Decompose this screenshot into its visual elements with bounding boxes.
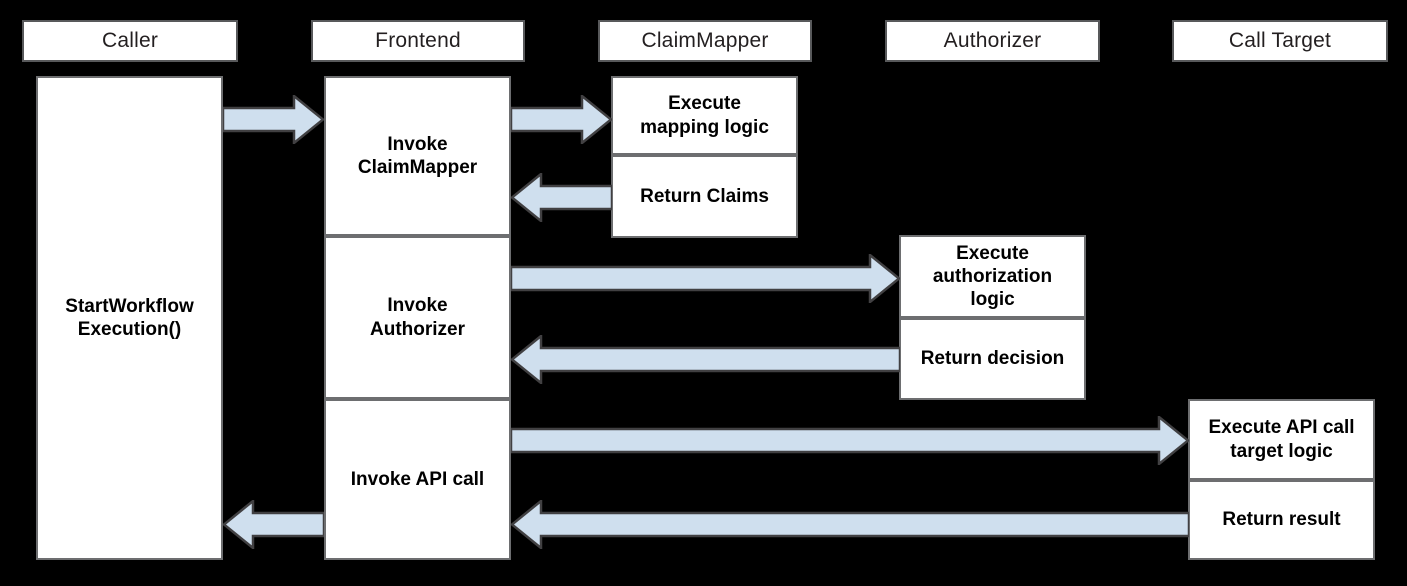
- lane-header-claimmapper[interactable]: ClaimMapper: [598, 20, 812, 62]
- arrow-right-icon: [511, 95, 612, 144]
- activation-frontend-invoke-authorizer-line1: Invoke: [387, 295, 448, 317]
- activation-authorizer-execute-line1: Execute: [956, 242, 1029, 264]
- activation-claimmapper-execute[interactable]: Execute mapping logic: [611, 76, 798, 155]
- lane-header-frontend-label: Frontend: [375, 29, 461, 52]
- message-arrow-frontend-to-authorizer[interactable]: [511, 254, 900, 303]
- message-arrow-claimmapper-to-frontend[interactable]: [511, 173, 612, 222]
- lane-header-authorizer-label: Authorizer: [943, 29, 1042, 52]
- arrow-left-icon: [223, 500, 324, 549]
- activation-claimmapper-execute-line1: Execute: [668, 93, 741, 115]
- lane-header-claimmapper-label: ClaimMapper: [641, 29, 769, 52]
- activation-calltarget-execute[interactable]: Execute API call target logic: [1188, 399, 1375, 480]
- activation-claimmapper-return[interactable]: Return Claims: [611, 155, 798, 238]
- activation-calltarget-return[interactable]: Return result: [1188, 480, 1375, 560]
- lane-header-calltarget[interactable]: Call Target: [1172, 20, 1388, 62]
- activation-authorizer-return[interactable]: Return decision: [899, 318, 1086, 400]
- arrow-right-icon: [223, 95, 324, 144]
- activation-frontend-invoke-claimmapper-line2: ClaimMapper: [357, 157, 478, 178]
- activation-calltarget-return-line1: Return result: [1222, 509, 1341, 531]
- lane-header-caller-label: Caller: [101, 29, 159, 52]
- activation-caller-start-line1: StartWorkflow: [65, 295, 194, 317]
- activation-frontend-invoke-api-call[interactable]: Invoke API call: [324, 399, 511, 560]
- activation-claimmapper-execute-line2: mapping logic: [640, 116, 769, 138]
- message-arrow-calltarget-to-frontend[interactable]: [511, 500, 1189, 549]
- activation-calltarget-execute-line2: target logic: [1230, 440, 1333, 462]
- activation-frontend-invoke-claimmapper-line1: Invoke: [387, 133, 448, 155]
- message-arrow-frontend-to-caller[interactable]: [223, 500, 324, 549]
- activation-claimmapper-return-line1: Return Claims: [640, 185, 769, 207]
- message-arrow-authorizer-to-frontend[interactable]: [511, 335, 900, 384]
- activation-authorizer-execute[interactable]: Execute authorization logic: [899, 235, 1086, 318]
- arrow-left-icon: [511, 173, 612, 222]
- activation-caller-start[interactable]: StartWorkflow Execution(): [36, 76, 223, 560]
- arrow-right-icon: [511, 416, 1189, 465]
- lane-header-frontend[interactable]: Frontend: [311, 20, 525, 62]
- message-arrow-caller-to-frontend[interactable]: [223, 95, 324, 144]
- activation-authorizer-execute-line3: logic: [970, 289, 1015, 311]
- activation-calltarget-execute-line1: Execute API call: [1208, 417, 1355, 439]
- lane-header-calltarget-label: Call Target: [1228, 29, 1332, 52]
- lane-header-caller[interactable]: Caller: [22, 20, 238, 62]
- message-arrow-frontend-to-claimmapper[interactable]: [511, 95, 612, 144]
- activation-frontend-invoke-api-call-line1: Invoke API call: [350, 468, 485, 490]
- arrow-left-icon: [511, 335, 900, 384]
- activation-caller-start-line2: Execution(): [77, 319, 182, 340]
- lane-header-authorizer[interactable]: Authorizer: [885, 20, 1100, 62]
- activation-frontend-invoke-authorizer[interactable]: Invoke Authorizer: [324, 236, 511, 399]
- activation-authorizer-return-line1: Return decision: [920, 348, 1065, 370]
- message-arrow-frontend-to-calltarget[interactable]: [511, 416, 1189, 465]
- activation-frontend-invoke-authorizer-line2: Authorizer: [370, 318, 465, 340]
- activation-frontend-invoke-claimmapper[interactable]: Invoke ClaimMapper: [324, 76, 511, 236]
- activation-authorizer-execute-line2: authorization: [932, 265, 1053, 287]
- arrow-right-icon: [511, 254, 900, 303]
- arrow-left-icon: [511, 500, 1189, 549]
